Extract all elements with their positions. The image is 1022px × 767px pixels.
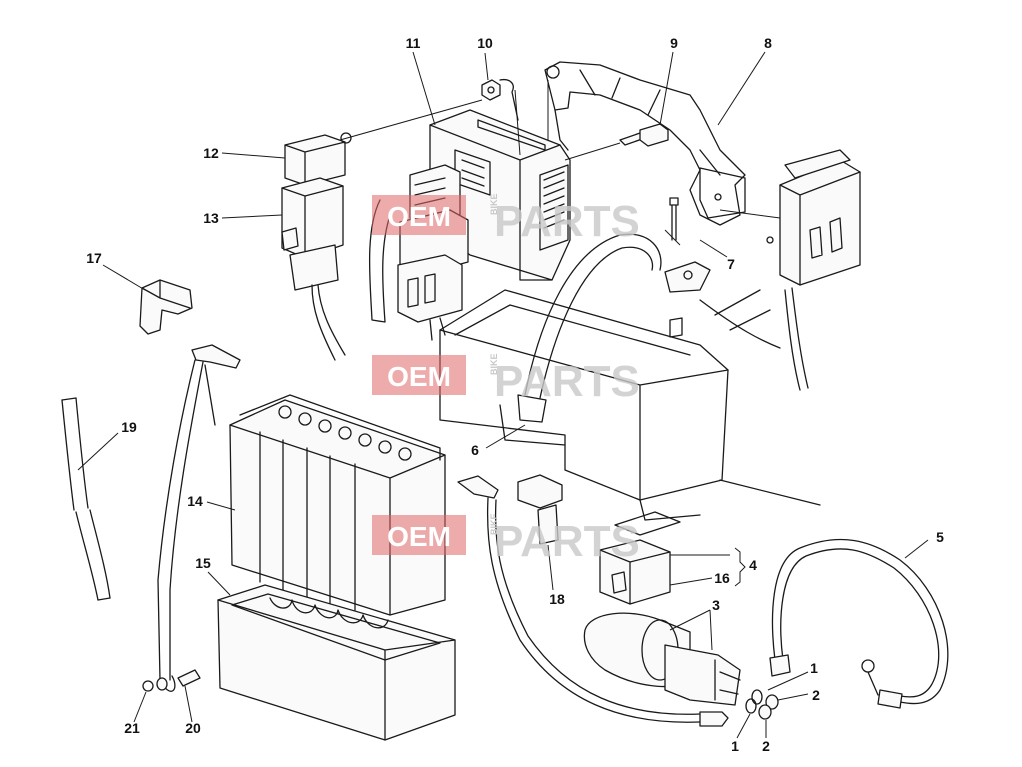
starter-cable [769,538,949,709]
washers-and-nuts [142,669,779,720]
starter-relay [583,612,741,706]
callout-label: 14 [187,493,203,509]
battery-tray [217,584,456,741]
callout-label: 1 [810,660,818,676]
callout-leaders [77,51,929,739]
hose-19 [61,397,111,601]
watermark-side-text: BIKE [489,193,499,215]
callout-label: 2 [812,687,820,703]
watermark-box-text: OEM [387,521,451,552]
ecu-connectors [368,164,469,341]
assembly-lines [339,80,781,246]
group-brace [734,547,746,587]
callout-label: 10 [477,35,493,51]
callout-label: 13 [203,210,219,226]
watermark-brand-text: PARTS [494,357,640,406]
positive-cable [457,475,729,727]
battery [229,394,446,616]
callout-label: 5 [936,529,944,545]
nut-10 [481,78,519,121]
callout-label: 11 [406,35,421,51]
callout-label: 8 [764,35,772,51]
relay-holder [599,511,681,605]
mounting-bracket [544,61,746,226]
watermark-box-text: OEM [387,361,451,392]
fuse-box [766,149,861,391]
battery-box [439,289,821,521]
bolt-9 [619,123,669,147]
watermark-brand-text: PARTS [494,197,640,246]
callout-label: 21 [124,720,140,736]
callout-labels: 11 10 9 8 12 13 17 7 19 6 14 15 4 16 5 1… [86,35,944,754]
watermark-bottom: OEM BIKE PARTS [372,513,640,566]
battery-strap [517,233,662,423]
callout-label: 1 [731,738,739,754]
callout-label: 17 [86,250,102,266]
callout-label: 6 [471,442,479,458]
callout-label: 2 [762,738,770,754]
callout-label: 20 [185,720,201,736]
watermark-middle: OEM BIKE PARTS [372,353,640,406]
callout-label: 19 [121,419,137,435]
watermark-side-text: BIKE [489,513,499,535]
callout-label: 15 [195,555,211,571]
ground-cable [157,344,241,692]
relay [281,177,346,361]
callout-label: 12 [203,145,219,161]
callout-label: 7 [727,256,735,272]
watermark-top: OEM BIKE PARTS [372,193,640,246]
relay-cover [284,132,352,186]
rubber-cap [139,279,193,335]
watermark-side-text: BIKE [489,353,499,375]
watermark-box-text: OEM [387,201,451,232]
callout-label: 3 [712,597,720,613]
watermark-brand-text: PARTS [494,517,640,566]
callout-label: 16 [714,570,730,586]
terminal-cap [517,474,563,545]
callout-label: 9 [670,35,678,51]
callout-label: 4 [749,557,757,573]
callout-label: 18 [549,591,565,607]
bolt-and-plate [664,197,711,293]
